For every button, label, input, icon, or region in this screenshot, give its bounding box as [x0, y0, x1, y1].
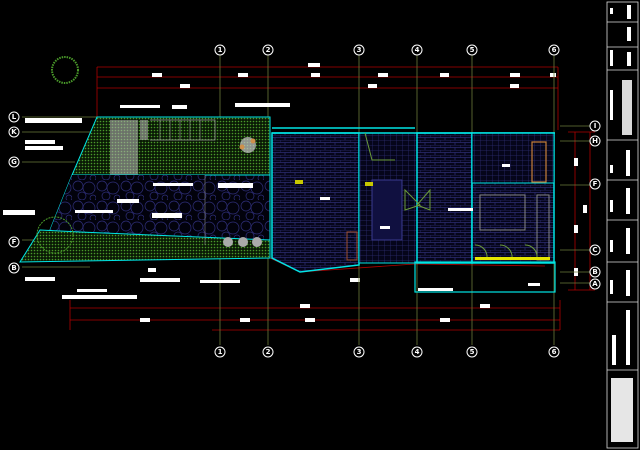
svg-text:3: 3: [357, 348, 362, 356]
dimension-labels: [140, 63, 587, 322]
grid-bubble-bottom-3: 3: [353, 346, 365, 358]
grid-bubble-top-3: 3: [353, 44, 365, 56]
grid-bubble-bottom-2: 2: [262, 346, 274, 358]
title-block: [606, 1, 639, 449]
svg-text:G: G: [11, 158, 17, 166]
grid-bubble-right-C: C: [589, 244, 601, 256]
grid-bubble-left-F: F: [8, 236, 20, 248]
grid-bubbles-right: I H F C B A: [589, 120, 601, 290]
svg-text:4: 4: [415, 46, 420, 54]
svg-text:2: 2: [266, 348, 271, 356]
grid-bubble-right-H: H: [589, 135, 601, 147]
annotation-labels: [3, 103, 540, 299]
grid-bubble-top-2: 2: [262, 44, 274, 56]
svg-text:I: I: [594, 122, 597, 130]
grid-bubble-bottom-5: 5: [466, 346, 478, 358]
grid-bubble-top-1: 1: [214, 44, 226, 56]
grid-bubble-left-B: B: [8, 262, 20, 274]
svg-text:C: C: [592, 246, 597, 254]
grid-bubble-bottom-6: 6: [548, 346, 560, 358]
interior: [271, 127, 556, 293]
grid-bubble-right-I: I: [589, 120, 601, 132]
grid-bubble-right-B: B: [589, 266, 601, 278]
svg-text:F: F: [12, 238, 17, 246]
svg-text:3: 3: [357, 46, 362, 54]
grid-bubble-left-L: L: [8, 111, 20, 123]
svg-text:1: 1: [218, 46, 223, 54]
grid-bubble-top-5: 5: [466, 44, 478, 56]
grid-bubbles-top: 1 2 3 4 5 6: [214, 44, 560, 56]
grid-bubble-bottom-4: 4: [411, 346, 423, 358]
svg-text:6: 6: [552, 348, 557, 356]
svg-text:B: B: [11, 264, 16, 272]
svg-text:A: A: [592, 280, 598, 288]
grid-bubble-top-4: 4: [411, 44, 423, 56]
garden-upper: [71, 116, 271, 176]
grid-bubbles-left: L K G F B: [8, 111, 20, 274]
grid-bubble-bottom-1: 1: [214, 346, 226, 358]
svg-text:6: 6: [552, 46, 557, 54]
svg-text:1: 1: [218, 348, 223, 356]
svg-text:2: 2: [266, 46, 271, 54]
grid-bubble-left-K: K: [8, 126, 20, 138]
svg-text:4: 4: [415, 348, 420, 356]
svg-text:L: L: [12, 113, 17, 121]
svg-text:K: K: [11, 128, 17, 136]
svg-text:5: 5: [470, 348, 475, 356]
svg-text:H: H: [592, 137, 598, 145]
grid-bubbles-bottom: 1 2 3 4 5 6: [214, 346, 560, 358]
svg-text:F: F: [593, 180, 598, 188]
grid-bubble-right-F: F: [589, 178, 601, 190]
grid-bubble-right-A: A: [589, 278, 601, 290]
grid-bubble-left-G: G: [8, 156, 20, 168]
svg-text:5: 5: [470, 46, 475, 54]
svg-text:B: B: [592, 268, 597, 276]
grid-bubble-top-6: 6: [548, 44, 560, 56]
